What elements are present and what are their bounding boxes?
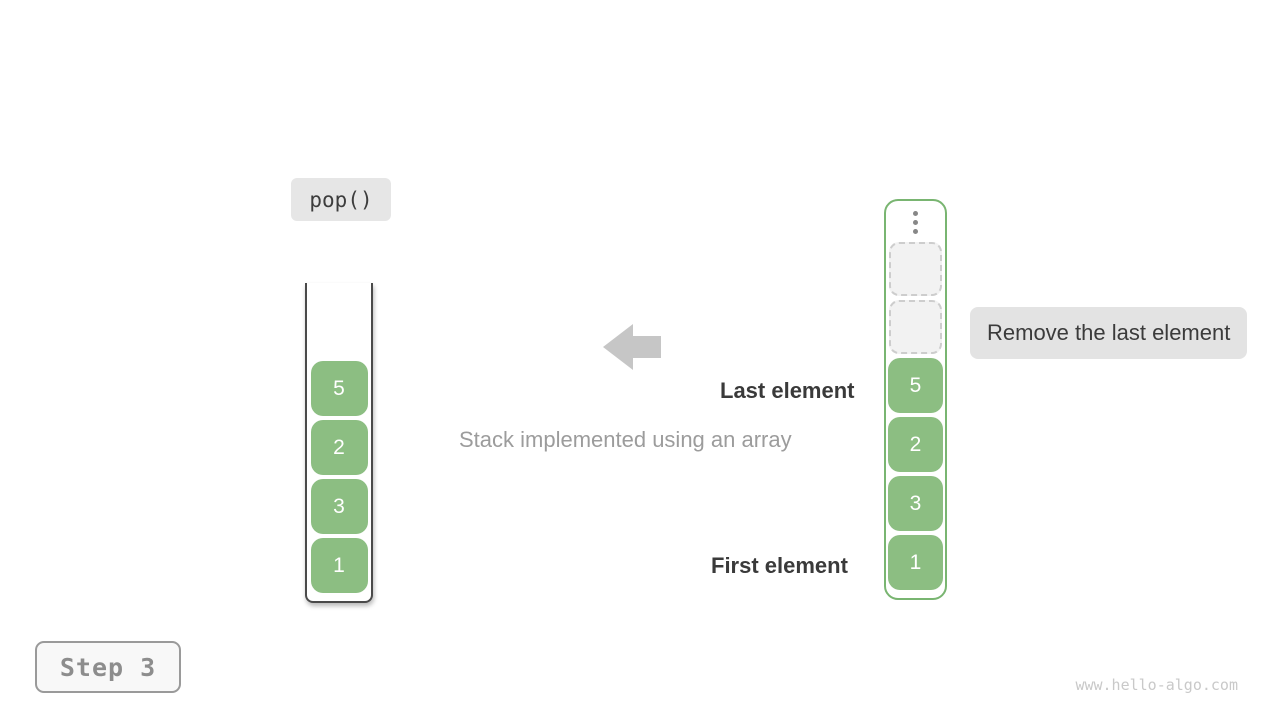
- empty-slot: [889, 300, 942, 354]
- operation-label-text: pop(): [309, 187, 373, 212]
- last-element-label: Last element: [720, 378, 855, 403]
- stack-element: 5: [310, 361, 368, 416]
- stack-element: 3: [310, 479, 368, 534]
- first-element-label: First element: [711, 553, 848, 578]
- stack-element: 3: [888, 476, 943, 531]
- stack-element: 1: [310, 538, 368, 593]
- empty-slot: [889, 242, 942, 296]
- stack-element: 2: [888, 417, 943, 472]
- stack-element: 5: [888, 358, 943, 413]
- step-badge-text: Step 3: [59, 652, 157, 682]
- step-badge: Step 3: [35, 641, 181, 693]
- watermark: www.hello-algo.com: [1075, 676, 1238, 694]
- stack-element: 1: [888, 535, 943, 590]
- stack-element: 2: [310, 420, 368, 475]
- remove-note-pill: Remove the last element: [970, 307, 1248, 359]
- vertical-ellipsis-icon: [913, 211, 918, 234]
- left-arrow-icon: [603, 324, 661, 370]
- remove-note-text: Remove the last element: [987, 320, 1231, 345]
- operation-label: pop(): [291, 178, 391, 221]
- stack-caption: Stack implemented using an array: [459, 427, 792, 452]
